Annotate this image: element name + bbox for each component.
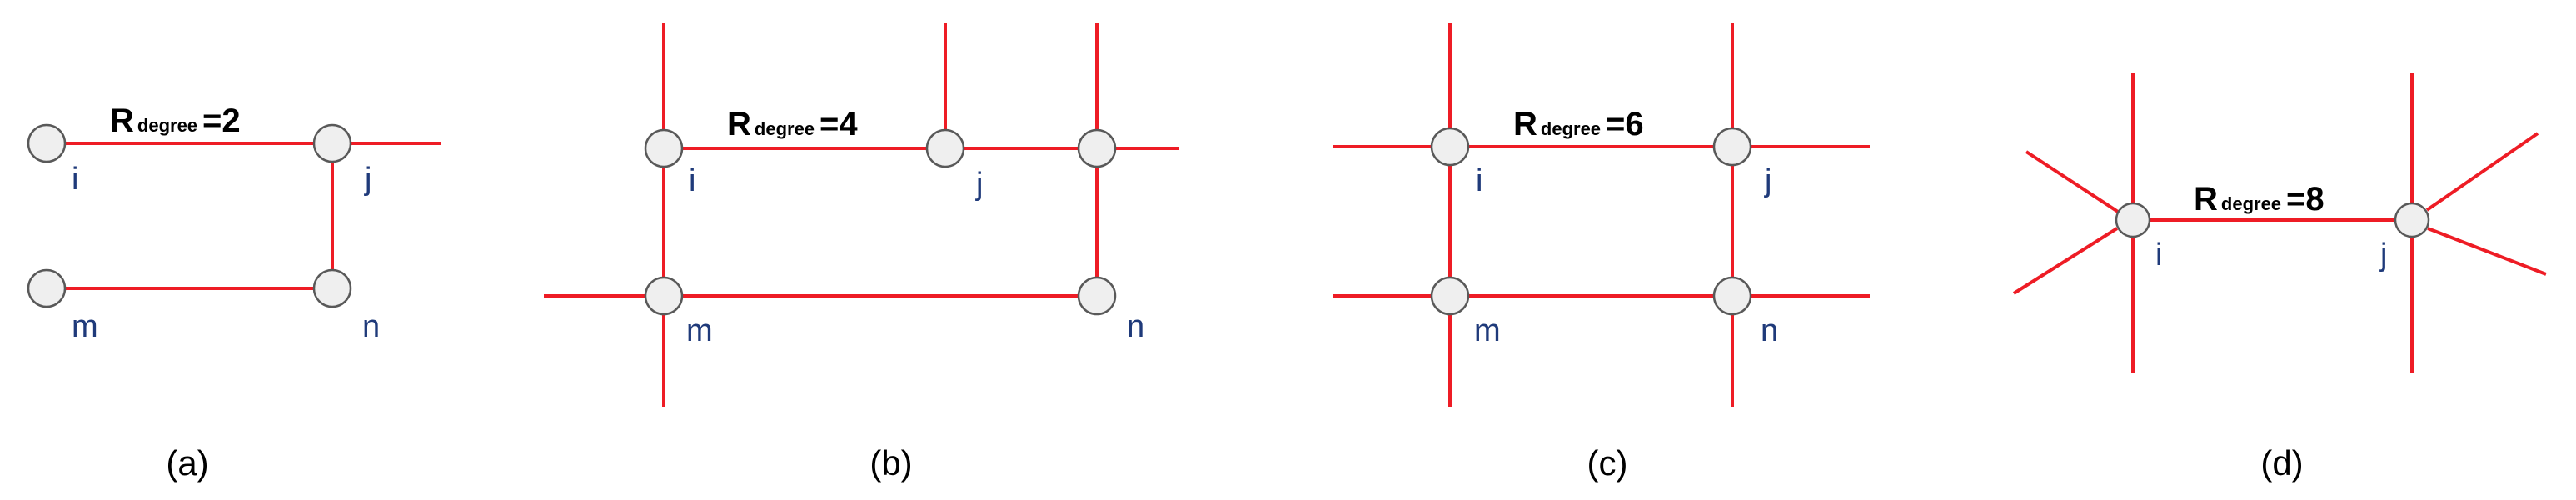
node-n (1077, 276, 1117, 316)
edge-i-stub-lower-left (2012, 227, 2119, 295)
node-m (644, 276, 684, 316)
node-label-n: n (362, 309, 380, 344)
node-label-i: i (689, 163, 695, 198)
node-label-i: i (1476, 163, 1482, 198)
node-label-m: m (686, 313, 713, 348)
edge-j-stub-lower-right (2427, 227, 2547, 276)
node-j (312, 123, 352, 163)
node-i (2115, 202, 2151, 238)
edge-j-stub-upper-right (2425, 132, 2539, 212)
node-j (925, 128, 965, 168)
node-n (312, 268, 352, 308)
node-label-i: i (72, 162, 78, 197)
node-i (644, 128, 684, 168)
node-m (1430, 276, 1470, 316)
node-label-m: m (72, 309, 98, 344)
node-label-j: j (2379, 238, 2387, 272)
edge-i-stub-upper-left (2025, 150, 2120, 213)
node-n (1712, 276, 1752, 316)
node-i (1430, 127, 1470, 167)
node-label-j: j (975, 167, 983, 202)
panel-caption: (a) (166, 443, 208, 482)
node-j (1712, 127, 1752, 167)
node-i (27, 123, 67, 163)
node-label-j: j (364, 162, 371, 197)
node-label-i: i (2155, 238, 2162, 272)
panel-caption: (d) (2260, 443, 2303, 482)
node-label-m: m (1474, 313, 1501, 348)
node-junction (1077, 128, 1117, 168)
node-j (2394, 202, 2430, 238)
panel-caption: (b) (869, 443, 912, 482)
node-label-n: n (1127, 309, 1144, 344)
node-label-j: j (1764, 163, 1771, 198)
node-label-n: n (1761, 313, 1778, 348)
panel-caption: (c) (1587, 443, 1628, 482)
node-m (27, 268, 67, 308)
